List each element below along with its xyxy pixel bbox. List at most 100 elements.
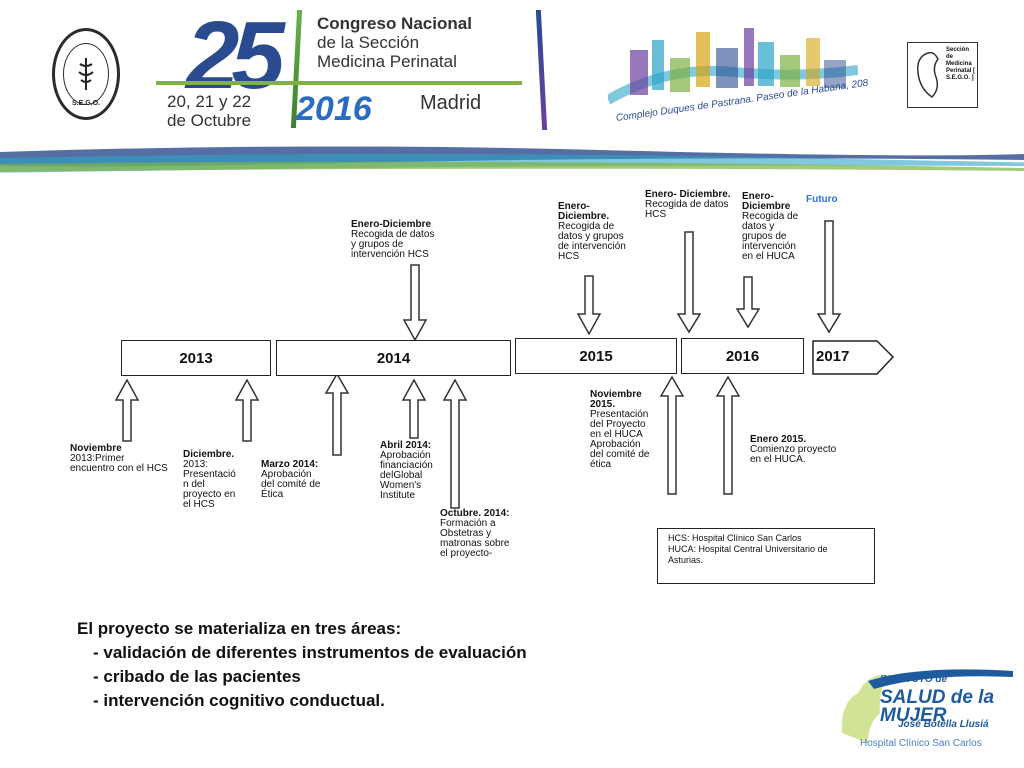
- event-label-ene2015: Enero 2015. Comienzo proyecto en el HUCA…: [750, 435, 836, 465]
- event-line: de intervención: [558, 241, 626, 252]
- congress-title-line3: Medicina Perinatal: [317, 52, 457, 71]
- year-box-2015: 2015: [515, 338, 677, 374]
- event-line: Comienzo proyecto: [750, 444, 837, 455]
- institute-name-line1: INSTITUTO de: [880, 674, 948, 685]
- event-line: el proyecto-: [440, 548, 493, 559]
- event-label-dic2013: Diciembre. 2013: Presentació n del proye…: [183, 450, 236, 510]
- event-line: Formación a: [440, 518, 496, 529]
- institute-logo-graphic: [841, 669, 1013, 743]
- year-box-2013: 2013: [121, 340, 271, 376]
- institute-person: José Botella Llusiá: [898, 719, 989, 730]
- event-line: y grupos de: [351, 239, 404, 250]
- event-head: Diciembre.: [558, 211, 610, 222]
- congress-title-line2: de la Sección: [317, 33, 420, 52]
- up-arrow-nov2015: [659, 375, 685, 495]
- congress-title: Congreso Nacional de la Sección Medicina…: [317, 14, 472, 71]
- up-arrows: [114, 372, 741, 509]
- event-head: Diciembre: [742, 201, 791, 212]
- event-label-2016a: Enero- Diciembre. Recogida de datos HCS: [645, 190, 731, 220]
- event-head: Noviembre: [590, 389, 642, 400]
- congress-dates: 20, 21 y 22 de Octubre: [167, 92, 251, 130]
- institute-name: INSTITUTO de SALUD de la MUJER: [880, 668, 1024, 725]
- future-label: Futuro: [806, 194, 838, 205]
- event-line: HCS: [645, 209, 667, 220]
- event-label-2015: Enero- Diciembre. Recogida de datos y gr…: [558, 202, 626, 262]
- up-arrow-ene2015: [715, 375, 741, 495]
- event-line: Obstetras y: [440, 528, 492, 539]
- event-line: Presentació: [183, 469, 236, 480]
- legend-line: HCS: Hospital Clínico San Carlos: [668, 533, 802, 543]
- abbreviation-legend: HCS: Hospital Clínico San Carlos HUCA: H…: [657, 528, 875, 584]
- event-head: Enero-: [742, 191, 774, 202]
- header-green-rule: [156, 81, 522, 85]
- event-head: Marzo 2014:: [261, 459, 319, 470]
- event-label-abr2014: Abril 2014: Aprobación financiación delG…: [380, 441, 433, 501]
- up-arrow-nov2013: [114, 378, 140, 442]
- event-label-mar2014: Marzo 2014: Aprobación del comité de Éti…: [261, 460, 320, 500]
- year-label-2017: 2017: [816, 348, 850, 365]
- event-line: HCS: [558, 251, 580, 262]
- edition-logo: 25: [186, 8, 285, 104]
- event-head: Enero-Diciembre: [351, 219, 432, 230]
- legend-line: Asturias.: [668, 555, 704, 565]
- event-head: Abril 2014:: [380, 440, 432, 451]
- event-line: grupos de: [742, 231, 787, 242]
- header-brush-stroke: [0, 146, 1024, 173]
- event-head: Noviembre: [70, 443, 122, 454]
- summary-item: - cribado de las pacientes: [93, 667, 301, 686]
- event-label-2014: Enero-Diciembre Recogida de datos y grup…: [351, 220, 434, 260]
- project-summary: El proyecto se materializa en tres áreas…: [77, 617, 527, 713]
- up-arrow-abr2014: [401, 378, 427, 439]
- event-head: Diciembre.: [183, 449, 235, 460]
- event-head: Enero- Diciembre.: [645, 189, 731, 200]
- down-arrows: [402, 220, 842, 342]
- event-line: en el HUCA: [742, 251, 795, 262]
- year-box-2014: 2014: [276, 340, 511, 376]
- event-line: del comité de: [261, 479, 321, 490]
- summary-intro: El proyecto se materializa en tres áreas…: [77, 619, 402, 638]
- legend-line: HUCA: Hospital Central Universitario de: [668, 544, 828, 554]
- event-line: Recogida de: [558, 221, 615, 232]
- event-label-nov2013: Noviembre 2013:Primer encuentro con el H…: [70, 444, 168, 474]
- event-line: 2013:: [183, 459, 209, 470]
- event-head: Octubre. 2014:: [440, 508, 510, 519]
- event-line: financiación: [380, 460, 433, 471]
- event-line: proyecto en: [183, 489, 236, 500]
- event-line: datos y grupos: [558, 231, 624, 242]
- congress-city: Madrid: [420, 92, 482, 114]
- event-line: Institute: [380, 490, 416, 501]
- event-label-nov2015: Noviembre 2015. Presentación del Proyect…: [590, 390, 649, 470]
- event-line: del Proyecto: [590, 419, 646, 430]
- event-line: n del: [183, 479, 205, 490]
- event-line: el HCS: [183, 499, 215, 510]
- event-line: Aprobación: [261, 469, 312, 480]
- down-arrow-2016a: [676, 231, 702, 334]
- event-line: Recogida de datos: [645, 199, 729, 210]
- event-line: intervención: [742, 241, 796, 252]
- event-line: Women's: [380, 480, 422, 491]
- event-line: ética: [590, 459, 612, 470]
- down-arrow-2015: [576, 275, 602, 336]
- down-arrow-future: [816, 220, 842, 334]
- event-line: en el HUCA.: [750, 454, 806, 465]
- caduceus-icon: [63, 43, 109, 105]
- year-box-2017-shape: [812, 340, 895, 375]
- dates-line1: 20, 21 y 22: [167, 92, 252, 111]
- madrid-skyline-illustration: [608, 28, 858, 105]
- summary-item: - intervención cognitivo conductual.: [93, 691, 385, 710]
- event-line: Ética: [261, 489, 284, 500]
- event-line: Recogida de: [742, 211, 799, 222]
- up-arrow-mar2014: [324, 372, 350, 456]
- edition-number: 25: [186, 2, 285, 109]
- fetus-icon: [916, 51, 939, 98]
- event-line: delGlobal: [380, 470, 423, 481]
- year-logo: 2016: [296, 90, 372, 128]
- event-head: 2015.: [590, 399, 616, 410]
- year-box-2016: 2016: [681, 338, 804, 374]
- institute-name-line2: SALUD de la MUJER: [880, 687, 995, 726]
- event-line: encuentro con el HCS: [70, 463, 168, 474]
- seal-text: S.E.G.O.: [71, 100, 100, 107]
- congress-title-line1: Congreso Nacional: [317, 14, 472, 33]
- event-line: Aprobación: [380, 450, 431, 461]
